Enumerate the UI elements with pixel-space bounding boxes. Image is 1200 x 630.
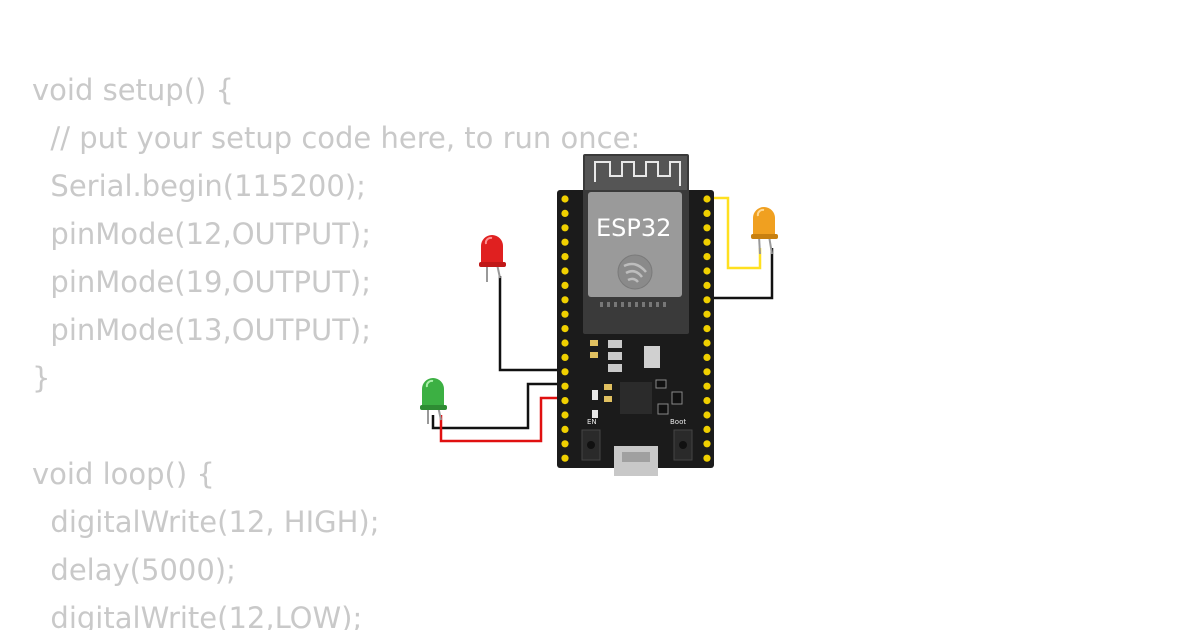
header-pin[interactable] xyxy=(703,224,711,232)
header-pin[interactable] xyxy=(561,224,569,232)
esp32-board[interactable]: ESP32 xyxy=(557,154,714,476)
header-pin[interactable] xyxy=(561,310,569,318)
header-pin[interactable] xyxy=(561,382,569,390)
header-pin[interactable] xyxy=(703,411,711,419)
code-line: Serial.begin(115200); xyxy=(32,169,366,203)
code-line: void setup() { xyxy=(32,73,234,107)
code-line: digitalWrite(12,LOW); xyxy=(32,601,363,630)
wire-black-green-led[interactable] xyxy=(431,382,565,430)
header-pin[interactable] xyxy=(703,253,711,261)
smd-components xyxy=(590,340,683,418)
module-pads xyxy=(600,302,666,307)
header-pin[interactable] xyxy=(561,425,569,433)
header-pin[interactable] xyxy=(561,267,569,275)
header-pin[interactable] xyxy=(561,368,569,376)
header-pin[interactable] xyxy=(703,195,711,203)
header-pin[interactable] xyxy=(561,454,569,462)
wire-red-green-led[interactable] xyxy=(439,396,565,443)
header-pin[interactable] xyxy=(561,397,569,405)
chip-label: ESP32 xyxy=(596,214,671,242)
header-pin[interactable] xyxy=(561,353,569,361)
amber-led[interactable] xyxy=(751,207,778,255)
header-pin[interactable] xyxy=(703,238,711,246)
header-pin[interactable] xyxy=(703,325,711,333)
header-pin[interactable] xyxy=(703,353,711,361)
header-pin[interactable] xyxy=(561,411,569,419)
code-line: } xyxy=(32,361,51,395)
code-line: digitalWrite(12, HIGH); xyxy=(32,505,380,539)
header-pin[interactable] xyxy=(703,281,711,289)
espressif-logo-icon xyxy=(617,254,653,290)
usb-port xyxy=(614,446,658,476)
header-pin[interactable] xyxy=(561,440,569,448)
header-pin[interactable] xyxy=(703,425,711,433)
antenna-trace xyxy=(594,161,681,186)
header-pin[interactable] xyxy=(703,368,711,376)
header-pin[interactable] xyxy=(703,382,711,390)
header-pin[interactable] xyxy=(561,296,569,304)
header-pin[interactable] xyxy=(561,195,569,203)
code-line: delay(5000); xyxy=(32,553,236,587)
header-pin[interactable] xyxy=(561,253,569,261)
header-pin[interactable] xyxy=(561,238,569,246)
right-header-pins xyxy=(703,195,711,462)
header-pin[interactable] xyxy=(703,296,711,304)
boot-label: Boot xyxy=(670,418,686,426)
code-line: pinMode(13,OUTPUT); xyxy=(32,313,372,347)
usb-uart-chip xyxy=(620,382,652,414)
en-label: EN xyxy=(587,418,597,426)
red-led[interactable] xyxy=(479,235,506,282)
header-pin[interactable] xyxy=(703,339,711,347)
wire-black-red-led[interactable] xyxy=(498,276,565,372)
code-line: pinMode(12,OUTPUT); xyxy=(32,217,372,251)
wires xyxy=(431,196,774,443)
metal-shield xyxy=(588,192,682,297)
wire-black-amber-led[interactable] xyxy=(708,248,774,300)
header-pin[interactable] xyxy=(703,267,711,275)
code-line: pinMode(19,OUTPUT); xyxy=(32,265,372,299)
header-pin[interactable] xyxy=(561,281,569,289)
header-pin[interactable] xyxy=(703,454,711,462)
wire-yellow-amber-led[interactable] xyxy=(708,196,762,270)
boot-button[interactable] xyxy=(673,429,693,461)
green-led[interactable] xyxy=(420,378,447,424)
left-header-pins xyxy=(561,195,569,462)
header-pin[interactable] xyxy=(561,325,569,333)
header-pin[interactable] xyxy=(703,209,711,217)
code-line: // put your setup code here, to run once… xyxy=(32,121,641,155)
code-editor: void setup() { // put your setup code he… xyxy=(32,66,640,630)
header-pin[interactable] xyxy=(703,440,711,448)
en-button[interactable] xyxy=(581,429,601,461)
header-pin[interactable] xyxy=(703,310,711,318)
header-pin[interactable] xyxy=(561,339,569,347)
header-pin[interactable] xyxy=(561,209,569,217)
header-pin[interactable] xyxy=(703,397,711,405)
code-line: void loop() { xyxy=(32,457,215,491)
